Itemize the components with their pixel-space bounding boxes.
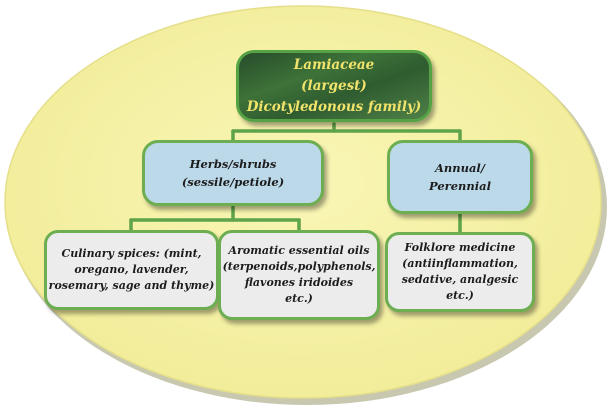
aromatic-oils-label: Aromatic essential oils (terpenoids,poly…	[222, 244, 376, 305]
leaf-node-aromatic-oils: Aromatic essential oils (terpenoids,poly…	[218, 230, 380, 320]
herbs-shrubs-label: Herbs/shrubs (sessile/petiole)	[181, 157, 285, 189]
branch-node-annual-perennial: Annual/ Perennial	[387, 140, 533, 214]
leaf-node-folklore-medicine: Folklore medicine (antiinflammation, sed…	[385, 232, 535, 312]
leaf-node-culinary-spices: Culinary spices: (mint, oregano, lavende…	[44, 230, 219, 310]
annual-perennial-label: Annual/ Perennial	[429, 161, 491, 193]
branch-node-herbs-shrubs: Herbs/shrubs (sessile/petiole)	[142, 140, 324, 206]
root-node-lamiaceae: Lamiaceae (largest) Dicotyledonous famil…	[236, 50, 432, 122]
connector-lines	[129, 122, 462, 235]
culinary-spices-label: Culinary spices: (mint, oregano, lavende…	[48, 247, 215, 292]
root-node-label: Lamiaceae (largest) Dicotyledonous famil…	[246, 56, 422, 115]
folklore-medicine-label: Folklore medicine (antiinflammation, sed…	[401, 241, 519, 302]
